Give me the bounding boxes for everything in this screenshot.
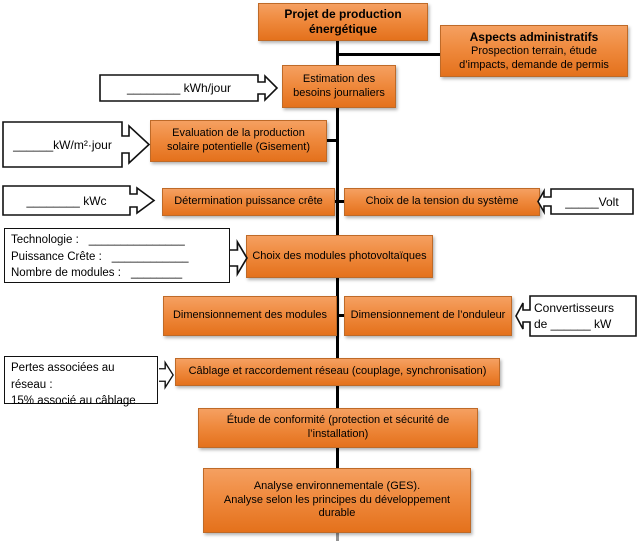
box-analyse-line1: Analyse environnementale (GES). — [253, 479, 421, 492]
callout-kwh-jour-label: ________ kWh/jour — [126, 81, 232, 95]
connector-determination-tension-stub — [332, 200, 346, 203]
pertes-line1: Pertes associées au réseau : — [11, 362, 115, 391]
box-aspects-administratifs: Aspects administratifs Prospection terra… — [440, 25, 628, 77]
box-etude-conformite: Étude de conformité (protection et sécur… — [198, 408, 478, 448]
callout-convertisseurs-line1: Convertisseurs — [534, 300, 615, 315]
box-cablage-raccordement: Câblage et raccordement réseau (couplage… — [175, 358, 500, 386]
box-aspects-body: Prospection terrain, étude d’impacts, de… — [459, 44, 609, 71]
box-aspects-title: Aspects administratifs — [469, 29, 599, 44]
annotation-technologie: Technologie : _______________ Puissance … — [4, 228, 230, 283]
connector-aspects-horizontal — [337, 53, 441, 56]
callout-kwh-jour-shape — [99, 74, 279, 102]
annotation-pertes: Pertes associées au réseau : 15% associé… — [4, 356, 158, 407]
box-evaluation-production: Evaluation de la production solaire pote… — [150, 120, 327, 162]
technologie-label: Technologie : — [11, 234, 79, 246]
callout-convertisseurs-line2: de ______ kW — [534, 317, 612, 331]
callout-volt-label: _____Volt — [565, 194, 619, 209]
pertes-line2: 15% associé au câblage — [11, 395, 136, 408]
box-choix-tension: Choix de la tension du système — [344, 188, 540, 216]
callout-kwc-label: ________ kWc — [26, 193, 107, 208]
box-dimensionnement-modules: Dimensionnement des modules — [163, 296, 337, 336]
box-choix-modules: Choix des modules photovoltaïques — [246, 235, 433, 278]
callout-kw-m2-jour-label: ______kW/m²·jour — [13, 137, 112, 152]
connector-bottom-tick — [336, 533, 339, 541]
box-projet-label: Projet de production énergétique — [284, 7, 402, 36]
technologie-blank: _______________ — [88, 234, 185, 246]
connector-evaluation-stub — [325, 139, 338, 142]
connector-dimensionnement-stub — [334, 314, 346, 317]
box-dimensionnement-onduleur: Dimensionnement de l’onduleur — [344, 296, 512, 336]
box-determination-puissance: Détermination puissance crête — [162, 188, 335, 216]
technologie-arrow-icon — [230, 238, 248, 278]
pertes-arrow-icon — [159, 360, 174, 390]
callout-kwc-shape — [2, 185, 156, 216]
box-estimation-besoins: Estimation des besoins journaliers — [282, 65, 396, 108]
nombre-modules-label: Nombre de modules : — [11, 267, 121, 280]
puissance-crete-blank: ____________ — [111, 250, 189, 263]
callout-convertisseurs-label: Convertisseurs de ______ kW — [534, 296, 634, 336]
box-analyse-environnementale: Analyse environnementale (GES). Analyse … — [203, 468, 471, 533]
box-analyse-line2: Analyse selon les principes du développe… — [223, 493, 451, 520]
callout-kw-m2-jour-shape — [2, 121, 151, 168]
callout-volt-shape — [537, 187, 634, 216]
box-projet: Projet de production énergétique — [258, 3, 428, 41]
puissance-crete-label: Puissance Crête : — [11, 250, 102, 263]
callout-convertisseurs-shape — [515, 295, 637, 337]
nombre-modules-blank: ________ — [130, 267, 183, 280]
